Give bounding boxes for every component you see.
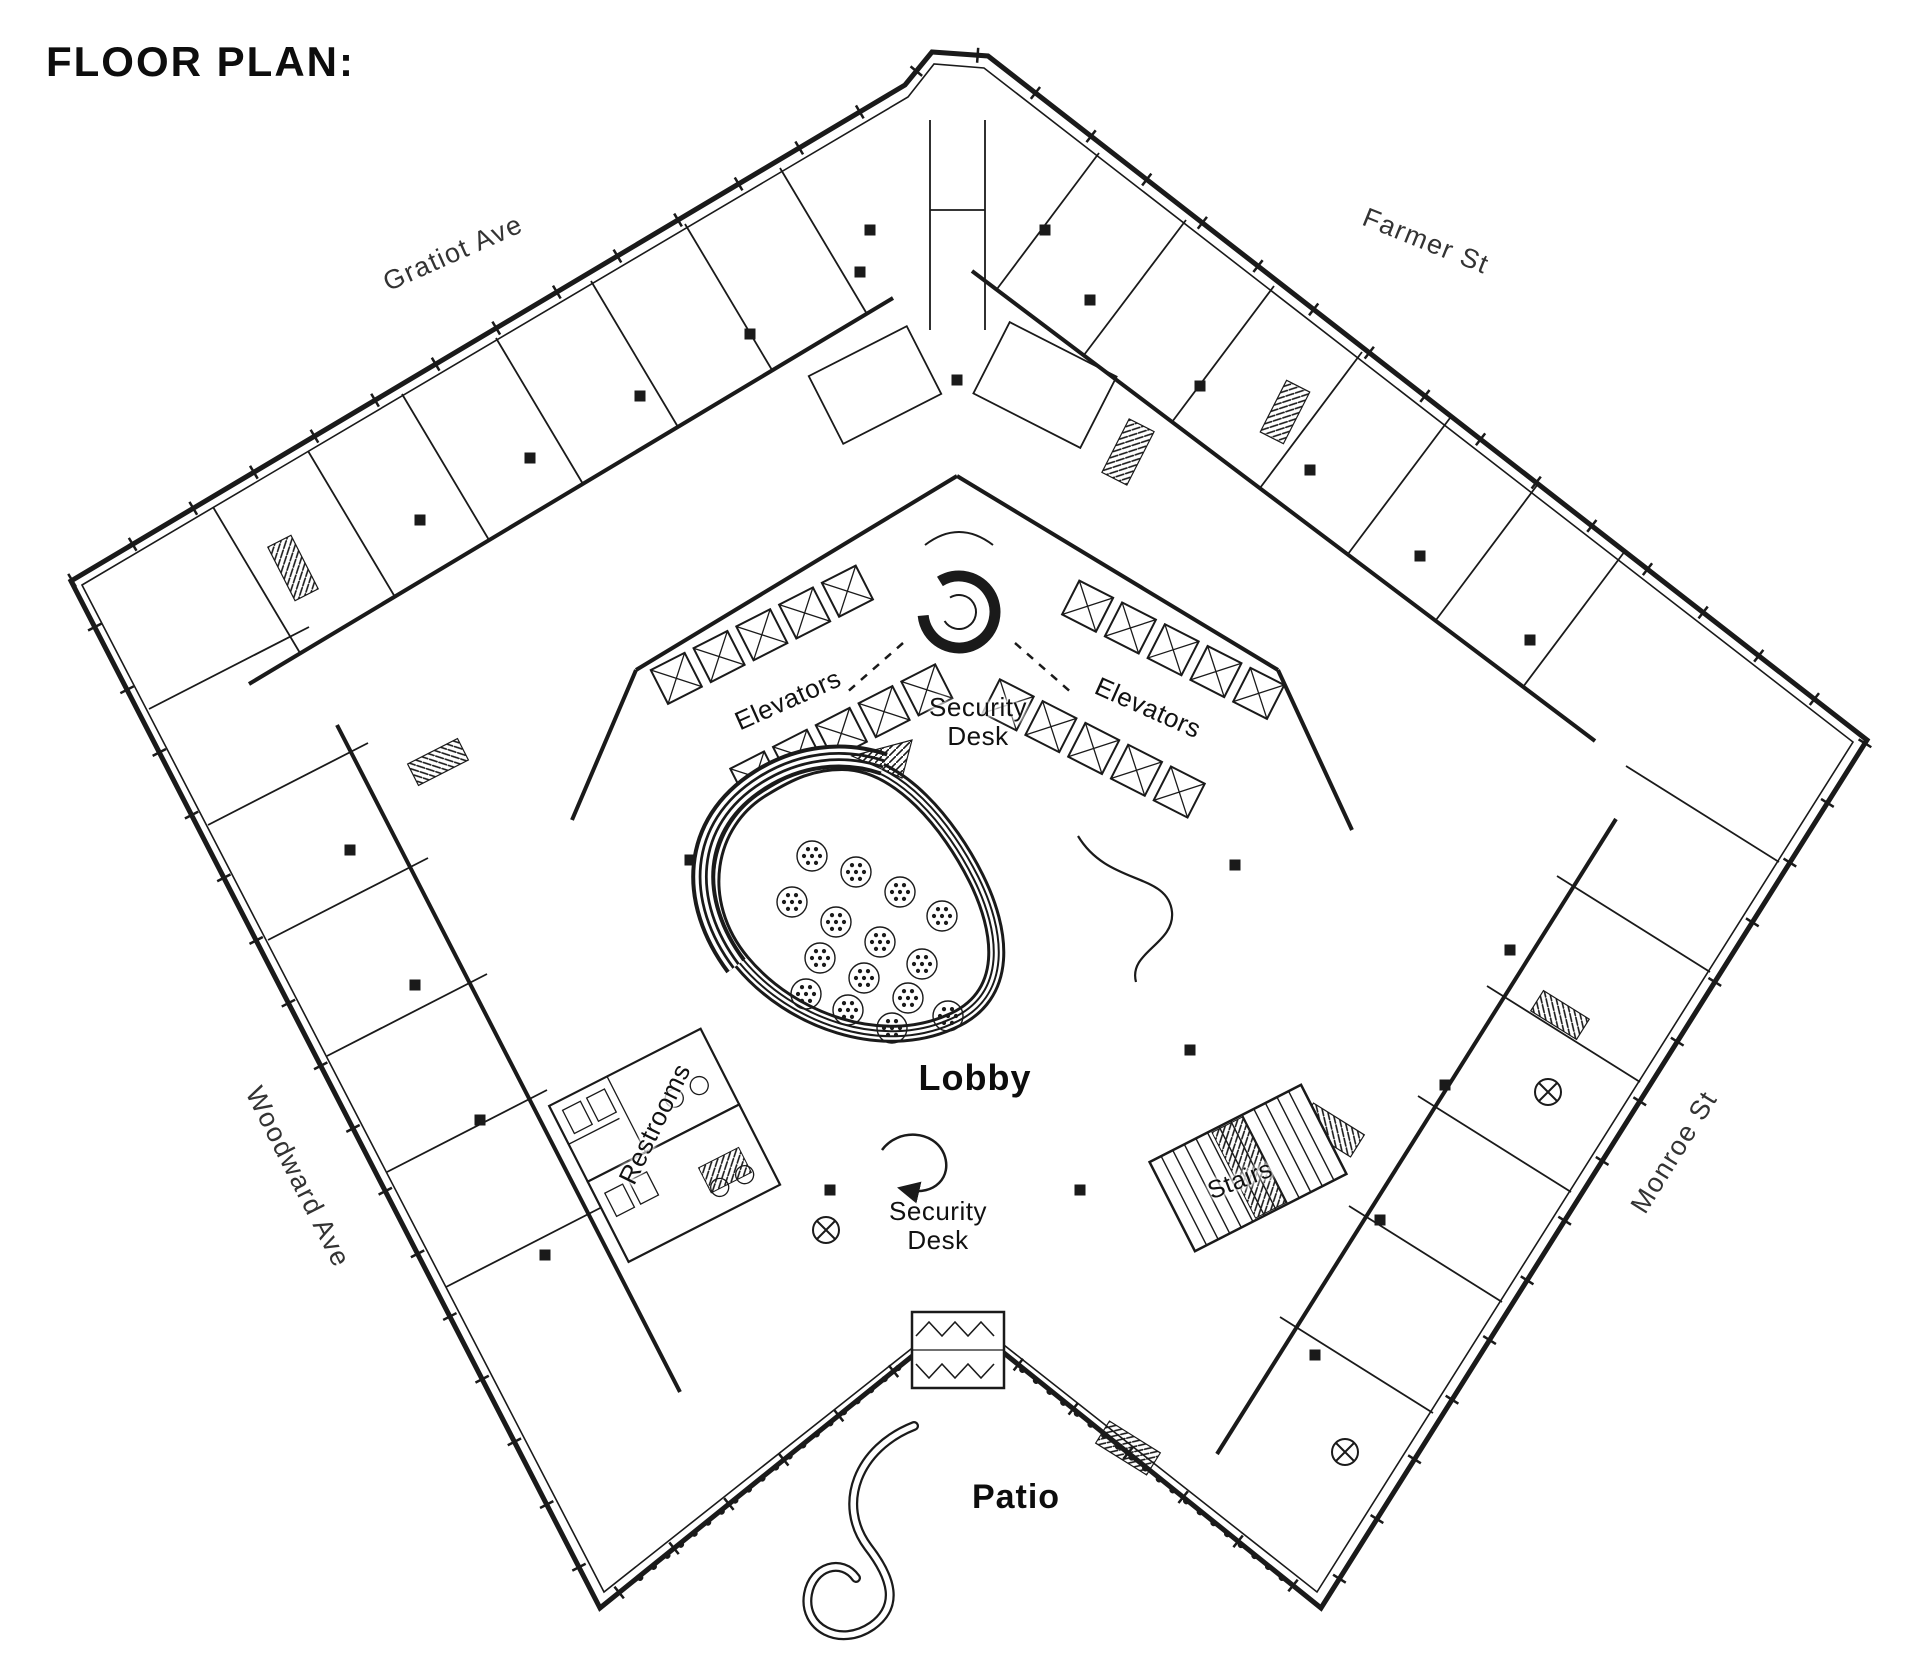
area-label-lobby: Lobby: [918, 1056, 1032, 1098]
woodward-wing-partitions: [148, 626, 607, 1288]
reception-desk: [703, 739, 996, 1034]
patio-dotted-boundary: [637, 1357, 1285, 1581]
wall-pockets: [266, 379, 1591, 1476]
area-label-security-desk-upper: Security Desk: [929, 691, 1027, 751]
page-title: FLOOR PLAN:: [46, 38, 355, 85]
area-label-patio: Patio: [971, 1477, 1061, 1516]
entrance-vestibule: [910, 1310, 1006, 1390]
inner-walls: [247, 269, 1618, 1456]
gratiot-wing-partitions: [212, 167, 868, 654]
patio-planter: [802, 1421, 919, 1641]
area-label-security-desk-lower: Security Desk: [889, 1195, 987, 1255]
security-arrow: [880, 1133, 948, 1204]
security-sightlines: [844, 642, 1074, 695]
monroe-wing-partitions: [1279, 765, 1780, 1414]
core-rooms: [807, 120, 1118, 450]
restrooms-structure: [547, 1027, 782, 1264]
farmer-wing-partitions: [996, 152, 1626, 688]
security-pod: [917, 531, 1001, 654]
queue-line: [1077, 835, 1174, 983]
floor-drains: [812, 1078, 1562, 1466]
stairs-structure: [1147, 1083, 1349, 1253]
